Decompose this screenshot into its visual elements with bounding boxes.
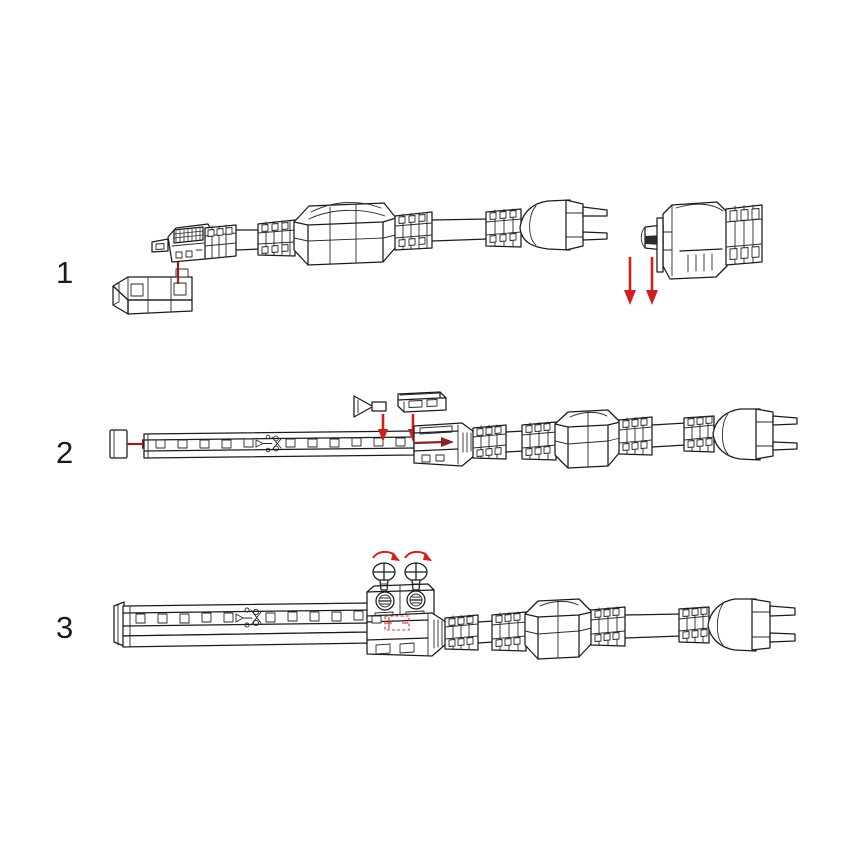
connector-hatching (173, 228, 204, 242)
step-1-group (112, 199, 763, 315)
plug-sleeve-step3 (678, 606, 710, 644)
mains-plug-step1 (519, 199, 608, 251)
cable-segment-mid (431, 218, 489, 242)
step-number-3: 3 (56, 610, 74, 645)
ribbed-sleeve-c (485, 208, 522, 248)
inline-driver-box-step3 (524, 598, 593, 660)
mounting-clip (397, 391, 447, 413)
ribbed-sleeve-step2-c (618, 416, 653, 456)
strain-relief-ribs-left (204, 224, 237, 260)
terminal-block (366, 583, 435, 621)
led-chips-row3 (135, 610, 364, 624)
plug-sleeve-step2 (683, 415, 715, 453)
mains-plug-step3 (707, 598, 796, 652)
step-number-1: 1 (56, 255, 74, 290)
ribbed-sleeve-b (394, 211, 433, 251)
screw-turn-arrow-right (404, 550, 432, 561)
ribbed-sleeve-step2-a (472, 424, 507, 460)
screw-turn-arrow-left (372, 550, 400, 561)
ribbed-sleeve-step3-c (590, 606, 626, 647)
led-chips-row2 (155, 437, 406, 449)
step-number-2: 2 (56, 435, 74, 470)
plug-press-arrow (378, 414, 388, 442)
strip-connector-clip (112, 268, 193, 315)
ribbed-sleeve-step3-b (491, 611, 527, 652)
led-strip-step2 (143, 430, 415, 459)
strip-connector-step2 (413, 422, 475, 467)
cut-mark-step2 (255, 434, 282, 453)
step-3-group (113, 550, 796, 660)
strip-connector-step3 (366, 612, 447, 657)
cable-segment-left (235, 229, 261, 251)
ribbed-sleeve-a (257, 219, 296, 257)
cord-connector-plug (151, 223, 214, 263)
ribbed-sleeve-step2-b (521, 421, 557, 461)
polarity-highlight (384, 615, 410, 631)
ribbed-sleeve-step3-a (444, 614, 479, 651)
inline-driver-box-step1 (293, 201, 397, 266)
connector-detail-view (640, 201, 763, 280)
led-strip-step3 (122, 602, 385, 648)
detail-arrow-down-right (646, 257, 658, 305)
screw-right (404, 562, 428, 591)
connector-slide-arrow (413, 437, 454, 447)
step-2-group (109, 391, 798, 469)
end-cap-step2 (109, 429, 128, 459)
screw-left (372, 562, 396, 591)
detail-arrow-down-left (624, 257, 636, 305)
cut-mark-step3 (235, 607, 262, 628)
mains-plug-step2 (712, 408, 798, 461)
inline-driver-box-step2 (554, 409, 621, 469)
sealing-plug-tool (353, 395, 387, 418)
